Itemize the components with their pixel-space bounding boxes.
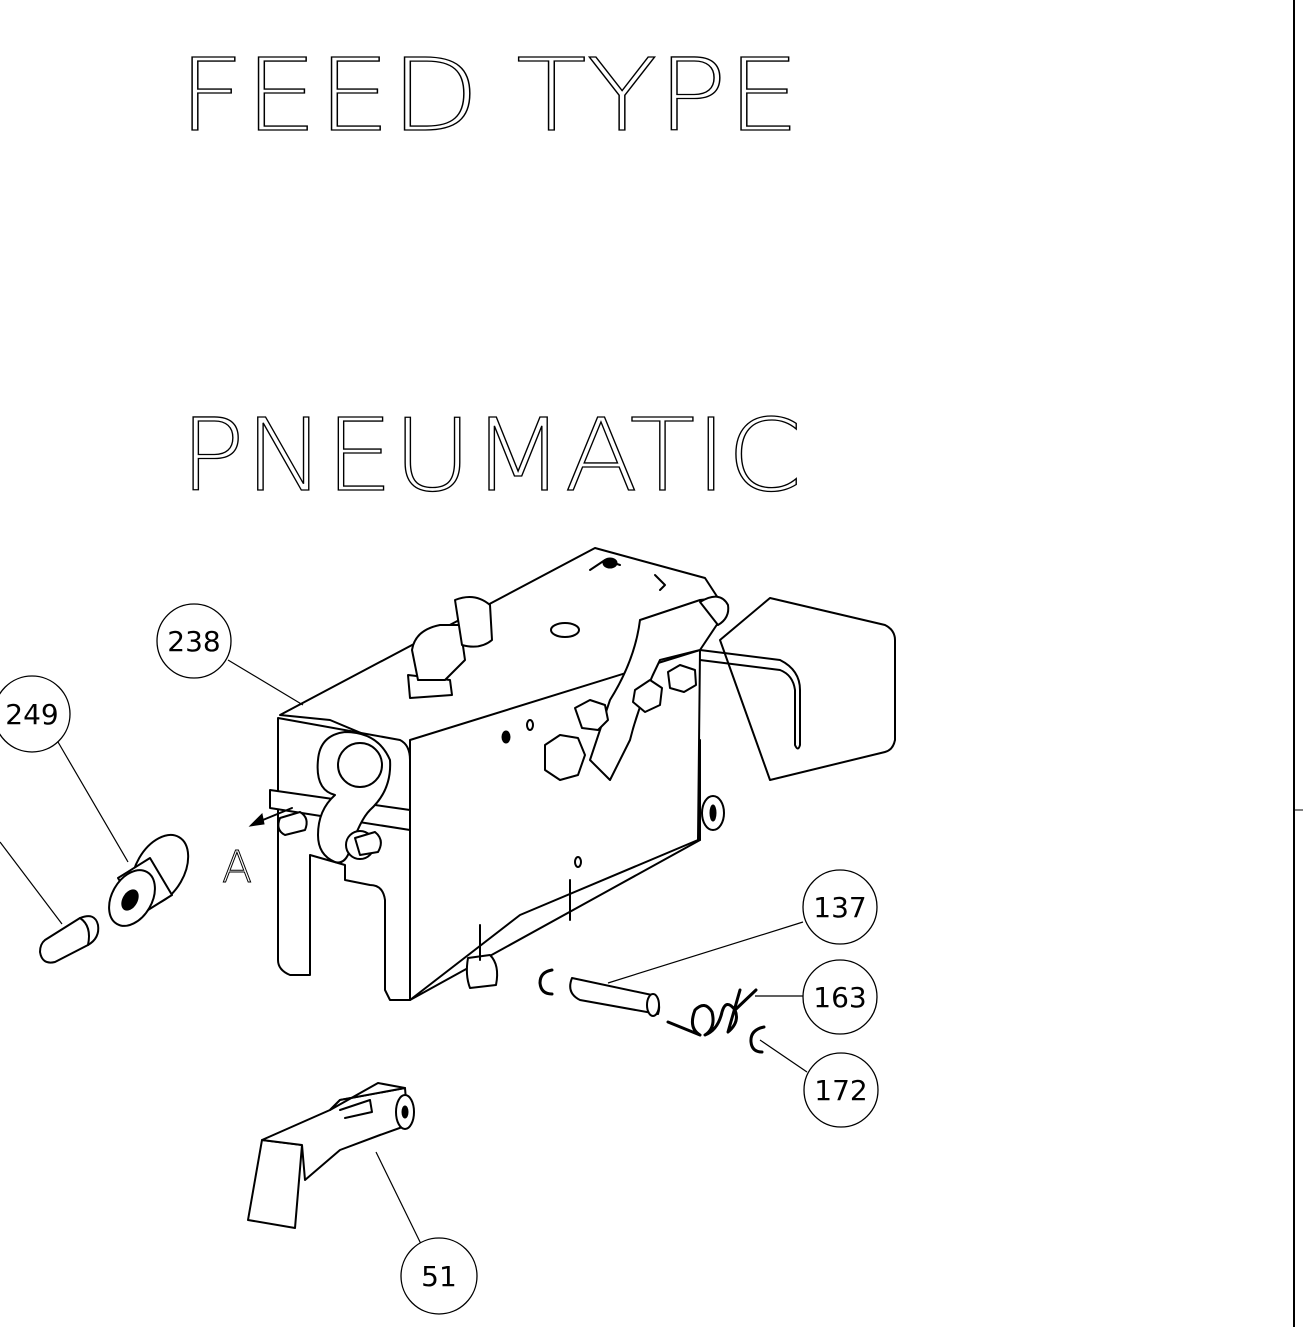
view-label-a: A xyxy=(222,842,252,893)
feed-pawl-part xyxy=(247,1082,415,1229)
callout-163: 163 xyxy=(802,959,878,1035)
callout-51: 51 xyxy=(400,1237,478,1315)
heading-feed-type: FEED TYPE xyxy=(178,37,800,154)
callout-137: 137 xyxy=(802,869,878,945)
svg-text:249: 249 xyxy=(5,698,58,731)
main-housing xyxy=(269,547,896,1001)
bushing-part xyxy=(108,833,190,927)
svg-text:172: 172 xyxy=(814,1074,867,1107)
callout-238: 238 xyxy=(156,603,232,679)
leader-lines xyxy=(0,659,808,1247)
callout-249: 249 xyxy=(0,675,71,753)
svg-text:163: 163 xyxy=(813,981,866,1014)
svg-text:51: 51 xyxy=(421,1260,457,1293)
svg-text:137: 137 xyxy=(813,891,866,924)
callout-172: 172 xyxy=(803,1052,879,1128)
pin-part xyxy=(569,977,661,1017)
svg-text:238: 238 xyxy=(167,625,220,658)
view-a-arrow: A xyxy=(222,807,293,894)
torsion-spring-part xyxy=(666,988,758,1037)
loose-pin-part xyxy=(39,915,100,964)
retaining-ring-part xyxy=(538,968,766,1054)
heading-pneumatic: PNEUMATIC xyxy=(180,397,802,514)
